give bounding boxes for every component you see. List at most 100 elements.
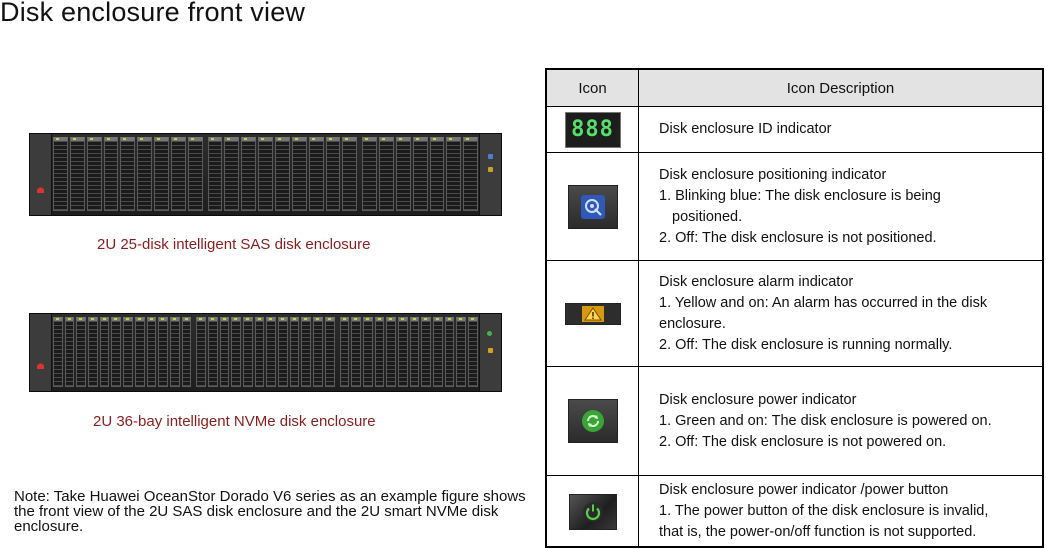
table-row: Disk enclosure alarm indicator 1. Yellow… [547, 261, 1042, 367]
disk-bay [243, 317, 253, 387]
disk-bay [99, 317, 110, 387]
disk-bay [158, 317, 168, 387]
disk-bay [433, 317, 443, 387]
disk-bay [289, 317, 300, 387]
icon-cell: 888 [547, 107, 639, 152]
huawei-logo-icon [35, 360, 46, 369]
disk-bay [53, 317, 63, 387]
table-row: Disk enclosure positioning indicator 1. … [547, 153, 1042, 261]
disk-bay [386, 317, 396, 387]
disk-bay [207, 137, 223, 211]
row-line: 2. Off: The disk enclosure is running no… [659, 336, 953, 353]
table-row: Disk enclosure power indicator 1. Green … [547, 367, 1042, 476]
row-title: Disk enclosure power indicator [659, 391, 857, 408]
row-line: 2. Off: The disk enclosure is not powere… [659, 433, 947, 450]
disk-bay [254, 317, 265, 387]
row-line: positioned. [672, 208, 743, 225]
disk-bay [103, 137, 119, 211]
power-led-icon [487, 331, 492, 336]
nvme-enclosure-caption: 2U 36-bay intelligent NVMe disk enclosur… [93, 413, 376, 430]
disk-bay [468, 317, 478, 387]
disk-bay [170, 137, 186, 211]
row-line: enclosure. [659, 315, 726, 332]
disk-bay [146, 317, 157, 387]
row-line: 1. Blinking blue: The disk enclosure is … [659, 187, 941, 204]
disk-bay [362, 317, 373, 387]
icon-cell [547, 476, 639, 547]
disk-bay [137, 137, 153, 211]
disk-bay [64, 317, 75, 387]
disk-bay [308, 137, 324, 211]
disk-bay [181, 317, 192, 387]
left-ear [30, 314, 52, 391]
table-row: 888 Disk enclosure ID indicator [547, 107, 1042, 153]
disk-bay [456, 317, 467, 387]
right-ear [479, 134, 501, 215]
row-line: 1. Green and on: The disk enclosure is p… [659, 412, 992, 429]
power-indicator-icon [567, 399, 618, 443]
table-header: Icon Icon Description [547, 70, 1042, 107]
disk-bay [123, 317, 133, 387]
disk-bay [444, 317, 455, 387]
locate-icon [567, 184, 618, 229]
disk-bay [379, 137, 394, 211]
disk-bay [86, 137, 102, 211]
row-line: that is, the power-on/off function is no… [659, 524, 977, 540]
disk-bay [274, 137, 290, 211]
id-display-icon: 888 [564, 111, 621, 148]
icon-description-table: Icon Icon Description 888 Disk enclosure… [545, 68, 1044, 548]
table-row: Disk enclosure power indicator /power bu… [547, 476, 1042, 547]
disk-bay [231, 317, 241, 387]
disk-bay [224, 137, 240, 211]
power-button-icon [568, 493, 617, 530]
disk-bay [241, 137, 257, 211]
icon-cell [547, 153, 639, 260]
description-cell: Disk enclosure power indicator 1. Green … [639, 367, 1042, 475]
disk-bay [111, 317, 122, 387]
sas-enclosure-image [29, 133, 502, 216]
row-line: 1. Yellow and on: An alarm has occurred … [659, 294, 988, 311]
disk-bay [429, 137, 445, 211]
header-icon: Icon [547, 70, 639, 106]
figure-note: Note: Take Huawei OceanStor Dorado V6 se… [14, 488, 526, 535]
disk-bay [395, 137, 411, 211]
disk-bay [342, 137, 358, 211]
disk-bay [278, 317, 288, 387]
disk-bay [421, 317, 431, 387]
left-ear [30, 134, 52, 215]
right-ear [479, 314, 501, 391]
huawei-logo-icon [35, 184, 46, 193]
row-title: Disk enclosure alarm indicator [659, 273, 854, 290]
icon-cell [547, 367, 639, 475]
disk-bay [374, 317, 385, 387]
alarm-led-icon [488, 348, 493, 353]
alarm-icon [564, 302, 621, 325]
disk-slots [52, 137, 479, 211]
disk-bay [362, 137, 378, 211]
row-line: 1. The power button of the disk enclosur… [659, 503, 989, 519]
disk-bay [266, 317, 277, 387]
row-line: 2. Off: The disk enclosure is not positi… [659, 229, 937, 246]
page-title: Disk enclosure front view [0, 0, 306, 27]
disk-bay [313, 317, 323, 387]
disk-bay [339, 317, 350, 387]
disk-bay [207, 317, 218, 387]
disk-bay [397, 317, 408, 387]
disk-bay [324, 317, 335, 387]
enclosure-chassis [29, 313, 502, 392]
disk-bay [154, 137, 169, 211]
locate-led-icon [488, 154, 493, 159]
disk-bay [120, 137, 136, 211]
description-cell: Disk enclosure ID indicator [639, 107, 1042, 152]
disk-bay [291, 137, 307, 211]
disk-slots [52, 317, 479, 387]
disk-bay [412, 137, 428, 211]
disk-bay [88, 317, 98, 387]
description-cell: Disk enclosure alarm indicator 1. Yellow… [639, 261, 1042, 366]
disk-bay [134, 317, 145, 387]
disk-bay [301, 317, 312, 387]
disk-bay [325, 137, 341, 211]
alarm-led-icon [488, 167, 493, 172]
row-title: Disk enclosure power indicator /power bu… [659, 482, 949, 498]
description-cell: Disk enclosure power indicator /power bu… [639, 476, 1042, 547]
